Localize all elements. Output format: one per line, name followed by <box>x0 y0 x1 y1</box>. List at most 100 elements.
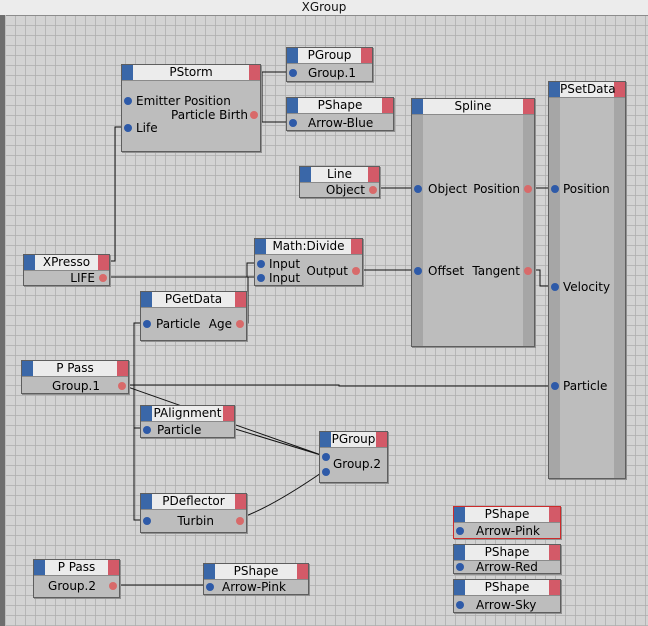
port-label: Particle <box>156 317 201 331</box>
node-pshape-arrow-red[interactable]: PShape Arrow-Red <box>453 544 561 574</box>
node-title: PShape <box>484 545 530 559</box>
port-label: Arrow-Sky <box>476 598 537 612</box>
output-port[interactable] <box>352 267 360 275</box>
particle-input-port[interactable] <box>143 426 151 434</box>
port-label: Turbin <box>177 514 214 528</box>
particle-input-port[interactable] <box>551 382 559 390</box>
shape-input-port[interactable] <box>456 527 464 535</box>
node-title: PDeflector <box>162 494 225 508</box>
position-output-port[interactable] <box>524 185 532 193</box>
port-label: Life <box>136 121 158 135</box>
node-line[interactable]: Line Object <box>299 166 380 198</box>
port-label: Arrow-Red <box>476 560 538 574</box>
node-title: P Pass <box>57 560 96 574</box>
wire-xpresso-life-to-math-input <box>103 262 260 278</box>
wire-palignment-to-pgroup2 <box>231 427 325 457</box>
position-input-port[interactable] <box>551 185 559 193</box>
port-label: Tangent <box>472 264 520 278</box>
left-edge-bar <box>0 15 6 626</box>
node-title: PShape <box>484 507 530 521</box>
node-p-pass[interactable]: P Pass Group.1 <box>21 360 129 394</box>
node-pdeflector[interactable]: PDeflector Turbin <box>140 493 247 533</box>
node-pshape-arrow-blue[interactable]: PShape Arrow-Blue <box>286 97 394 131</box>
node-pgroup-2[interactable]: PGroup Group.2 <box>319 431 388 483</box>
port-label: LIFE <box>70 271 95 285</box>
emitter-position-input-port[interactable] <box>124 97 132 105</box>
node-editor-canvas[interactable]: PStorm Emitter Position Particle Birth L… <box>6 16 648 626</box>
node-title: P Pass <box>56 361 94 375</box>
shape-input-port[interactable] <box>456 601 464 609</box>
port-label: Velocity <box>563 280 611 294</box>
node-title: XPresso <box>42 255 91 269</box>
node-pshape-arrow-pink-bottom[interactable]: PShape Arrow-Pink <box>203 563 309 595</box>
port-label: Emitter Position <box>136 94 231 108</box>
deflector-input-port[interactable] <box>143 517 151 525</box>
port-label: Position <box>473 182 520 196</box>
group-input-port-top[interactable] <box>322 453 330 461</box>
node-pstorm[interactable]: PStorm Emitter Position Particle Birth L… <box>121 64 261 152</box>
wire-pdeflector-turbin-to-pgroup2 <box>233 470 325 521</box>
port-label: Arrow-Blue <box>308 116 374 130</box>
node-title: PShape <box>233 564 279 578</box>
input-port-1[interactable] <box>257 260 265 268</box>
node-title: PAlignment <box>153 406 222 420</box>
group-output-port[interactable] <box>109 582 117 590</box>
port-label: Particle <box>563 379 608 393</box>
port-label: Arrow-Pink <box>476 524 540 538</box>
port-label: Input <box>269 257 301 271</box>
shape-input-port[interactable] <box>456 563 464 571</box>
node-pgroup[interactable]: PGroup Group.1 <box>286 47 373 82</box>
port-label: Group.1 <box>52 379 100 393</box>
node-title: Spline <box>454 99 492 113</box>
port-label: Group.1 <box>308 66 356 80</box>
shape-input-port[interactable] <box>289 119 297 127</box>
port-label: Offset <box>428 264 465 278</box>
life-output-port[interactable] <box>99 274 107 282</box>
input-port-2[interactable] <box>257 274 265 282</box>
node-math-divide[interactable]: Math:Divide Input Input Output <box>254 238 363 286</box>
node-title: PShape <box>317 98 363 112</box>
port-label: Age <box>208 317 232 331</box>
port-label: Particle <box>157 423 202 437</box>
port-label: Position <box>563 182 610 196</box>
node-pshape-arrow-pink[interactable]: PShape Arrow-Pink <box>453 506 561 539</box>
node-title: Line <box>326 167 352 181</box>
age-output-port[interactable] <box>236 320 244 328</box>
node-spline[interactable]: Spline Object Position Offset Tangent <box>411 98 535 347</box>
particle-birth-output-port[interactable] <box>250 111 258 119</box>
port-label: Arrow-Pink <box>222 580 286 594</box>
node-pshape-arrow-sky[interactable]: PShape Arrow-Sky <box>453 579 561 613</box>
group-output-port[interactable] <box>118 382 126 390</box>
node-palignment[interactable]: PAlignment Particle <box>140 405 235 438</box>
wire-ppass-group1-to-psetdata-particle <box>122 384 554 387</box>
port-label: Input <box>269 271 301 285</box>
port-label: Group.2 <box>333 457 381 471</box>
node-title: PGroup <box>307 48 352 62</box>
shape-input-port[interactable] <box>206 583 214 591</box>
node-title: PStorm <box>169 65 213 79</box>
group-input-port[interactable] <box>322 468 330 476</box>
port-label: Group.2 <box>48 579 96 593</box>
window-title: XGroup <box>0 0 648 16</box>
port-label: Object <box>428 182 468 196</box>
tangent-output-port[interactable] <box>524 267 532 275</box>
node-title: Math:Divide <box>272 239 345 253</box>
object-input-port[interactable] <box>414 185 422 193</box>
node-title: PShape <box>484 580 530 594</box>
node-psetdata[interactable]: PSetData Position Velocity Particle <box>548 81 626 479</box>
group-input-port[interactable] <box>289 69 297 77</box>
turbin-output-port[interactable] <box>236 517 244 525</box>
object-output-port[interactable] <box>369 186 377 194</box>
port-label: Output <box>306 264 348 278</box>
velocity-input-port[interactable] <box>551 283 559 291</box>
port-label: Object <box>325 183 365 197</box>
life-input-port[interactable] <box>124 124 132 132</box>
node-pgetdata[interactable]: PGetData Particle Age <box>140 291 247 341</box>
offset-input-port[interactable] <box>414 267 422 275</box>
node-xpresso[interactable]: XPresso LIFE <box>23 254 110 286</box>
node-title: PSetData <box>560 82 616 96</box>
node-title: PGroup <box>331 432 376 446</box>
node-p-pass-2[interactable]: P Pass Group.2 <box>33 559 120 598</box>
node-title: PGetData <box>164 292 223 306</box>
particle-input-port[interactable] <box>143 320 151 328</box>
